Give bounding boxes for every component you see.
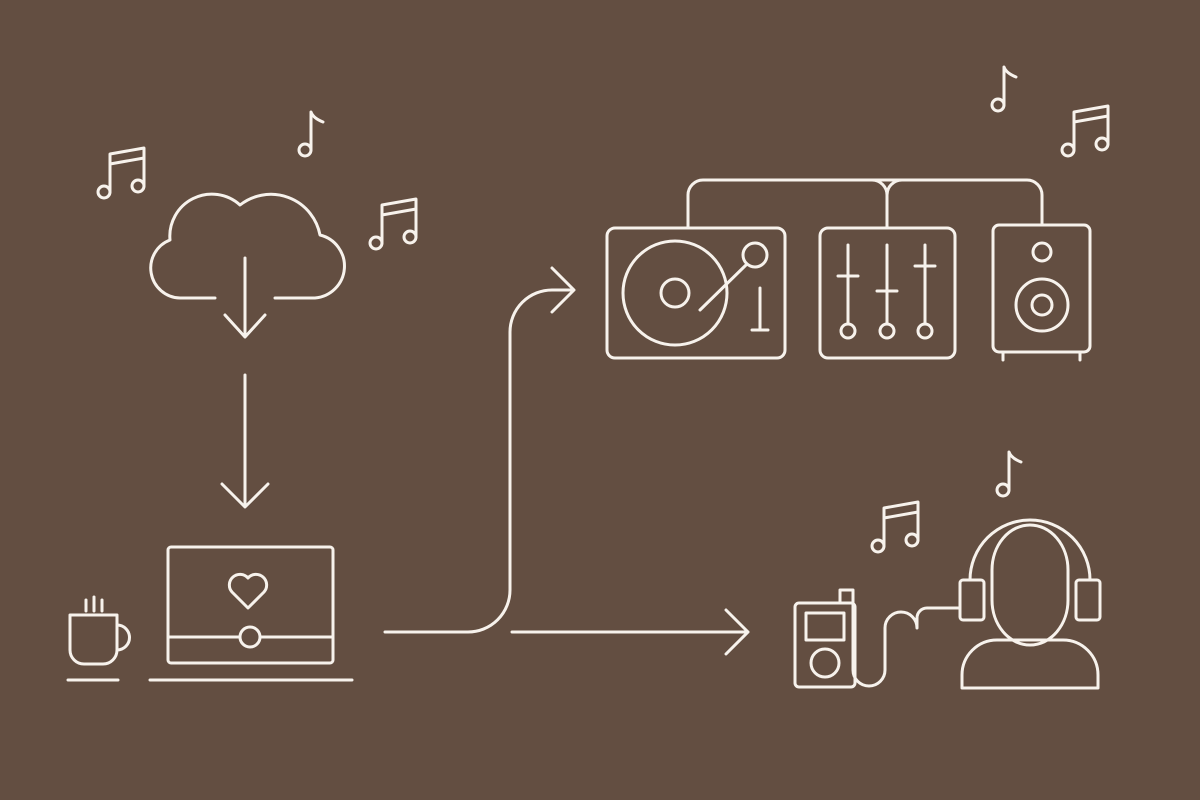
flow-arrow-up [383,266,576,634]
music-player-icon [793,588,962,689]
music-note-icon [368,197,418,251]
cloud-download-icon [149,192,346,339]
music-note-icon [96,146,146,200]
mixer-icon [818,226,957,360]
music-note-icon [870,500,920,554]
laptop-icon [148,545,354,682]
headphones-person-icon [958,518,1102,690]
coffee-cup-icon [66,595,131,682]
music-note-icon [995,450,1023,498]
turntable-icon [605,226,787,360]
music-note-icon [1060,104,1110,158]
cables [686,178,1044,230]
music-note-icon [990,65,1018,113]
flow-arrow-right [510,608,750,656]
download-arrow [220,373,270,509]
speaker-icon [991,223,1092,362]
music-note-icon [297,110,325,158]
